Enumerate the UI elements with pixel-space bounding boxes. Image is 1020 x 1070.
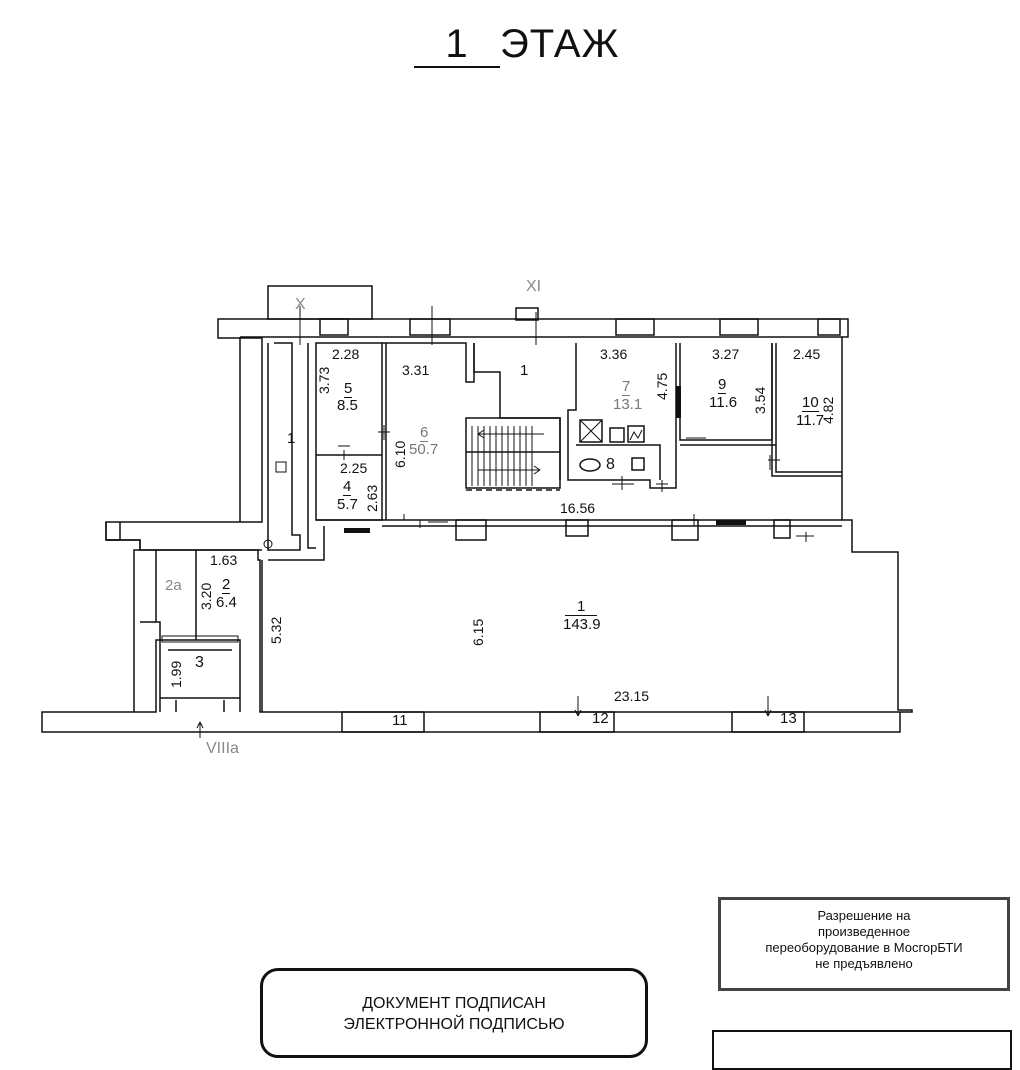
room-9-number: 9 [718,376,727,394]
stair-walls [473,343,561,480]
room-2-3-walls [156,549,262,712]
dim-3-31: 3.31 [402,362,430,378]
room-6-area: 50.7 [409,441,439,458]
dim-2-63: 2.63 [364,484,380,512]
corridor-right-wall [307,343,316,549]
dim-3-27: 3.27 [712,346,740,362]
room-1-main-area: 143.9 [563,616,601,633]
window-top-1 [319,318,349,336]
heater-line [629,429,643,441]
room-11-label: 11 [392,712,408,729]
dim-2-28: 2.28 [332,346,360,362]
room-5-area: 8.5 [337,397,358,414]
shower-symbol [609,427,625,443]
room-13-label: 13 [780,710,797,727]
axis-viiia-label: VIIIa [206,740,239,757]
floor-plan-drawing [41,285,913,738]
window-top-2 [409,318,451,336]
room-1-corridor-label: 1 [287,430,296,447]
dim-5-32: 5.32 [268,616,284,644]
walls [41,285,913,733]
column-1 [455,519,487,541]
permission-line-4: не предъявлено [815,956,913,971]
window-top-4 [719,318,759,336]
signed-stamp: ДОКУМЕНТ ПОДПИСАН ЭЛЕКТРОННОЙ ПОДПИСЬЮ [260,968,648,1058]
bottom-frame [712,1030,1012,1070]
outer-wall-upper [105,318,913,713]
dim-23-15: 23.15 [614,688,650,704]
dim-16-56: 16.56 [560,500,596,516]
room-7-walls [567,343,677,489]
dim-1-63: 1.63 [210,552,238,568]
signed-line-2: ЭЛЕКТРОННОЙ ПОДПИСЬЮ [343,1016,565,1033]
room-2a-label: 2а [165,577,182,594]
dim-4-75: 4.75 [654,372,670,400]
vent-shaft [579,419,603,443]
permission-line-1: Разрешение на [817,908,911,923]
room-9-area: 11.6 [709,394,738,411]
window-top-3 [615,318,655,336]
stair-block [465,417,561,489]
dim-6-10: 6.10 [392,440,408,468]
dim-3-36: 3.36 [600,346,628,362]
corridor-walls [267,342,301,551]
dim-2-45: 2.45 [793,346,821,362]
window-11 [341,711,425,733]
room-5-number: 5 [344,380,353,398]
room-1-main-number: 1 [565,598,598,616]
hatched-walls [161,386,746,643]
floor-number: 1 [414,22,500,68]
room-8-number: 8 [606,456,615,473]
room-10-walls [771,343,842,477]
dim-2-25: 2.25 [340,460,368,476]
main-hall-left [261,526,325,712]
axis-xi-label: XI [526,278,542,295]
stair-arrows [477,429,544,475]
sink-symbol [631,457,645,471]
column-3 [671,519,699,541]
dim-4-82: 4.82 [820,396,836,424]
permission-line-3: переоборудование в МосгорБТИ [765,940,963,955]
stair-treads [471,426,533,486]
room-3-number: 3 [195,654,204,671]
permission-line-2: произведенное [817,924,911,939]
upper-partition [316,519,842,527]
permission-note: Разрешение на произведенное переоборудов… [718,897,1010,991]
room-2-area: 6.4 [216,594,237,611]
room-8-walls [576,444,661,480]
column-4 [773,519,791,539]
room-2-number: 2 [222,576,231,594]
room-3-detail [160,697,240,712]
door-12 [539,711,615,733]
room-1-stair-label: 1 [520,362,529,379]
dim-1-99: 1.99 [168,660,184,688]
door-marks [196,306,814,738]
room-4-number: 4 [343,478,352,496]
room-7-number: 7 [622,378,631,396]
dim-3-20: 3.20 [198,582,214,610]
dim-3-54: 3.54 [752,386,768,414]
axis-x-label: X [295,296,306,313]
column-2 [565,519,589,537]
room-12-label: 12 [592,710,609,727]
floor-word: ЭТАЖ [500,22,620,66]
window-top-5 [817,318,841,336]
room-4-area: 5.7 [337,496,358,513]
wall-x-block [267,285,373,320]
vent-cross [579,419,603,443]
room-7-area: 13.1 [613,396,643,413]
dim-3-73: 3.73 [316,366,332,394]
dim-6-15: 6.15 [470,618,486,646]
window-xi [515,307,539,321]
room-6-number: 6 [420,424,429,442]
toilet-symbol [579,458,601,472]
annex-inner [133,549,156,712]
heater-symbol [627,425,645,443]
signed-line-1: ДОКУМЕНТ ПОДПИСАН [362,995,546,1012]
room-10-area: 11.7 [796,412,825,429]
annex-notch [105,522,121,541]
room-10-number: 10 [802,394,819,412]
